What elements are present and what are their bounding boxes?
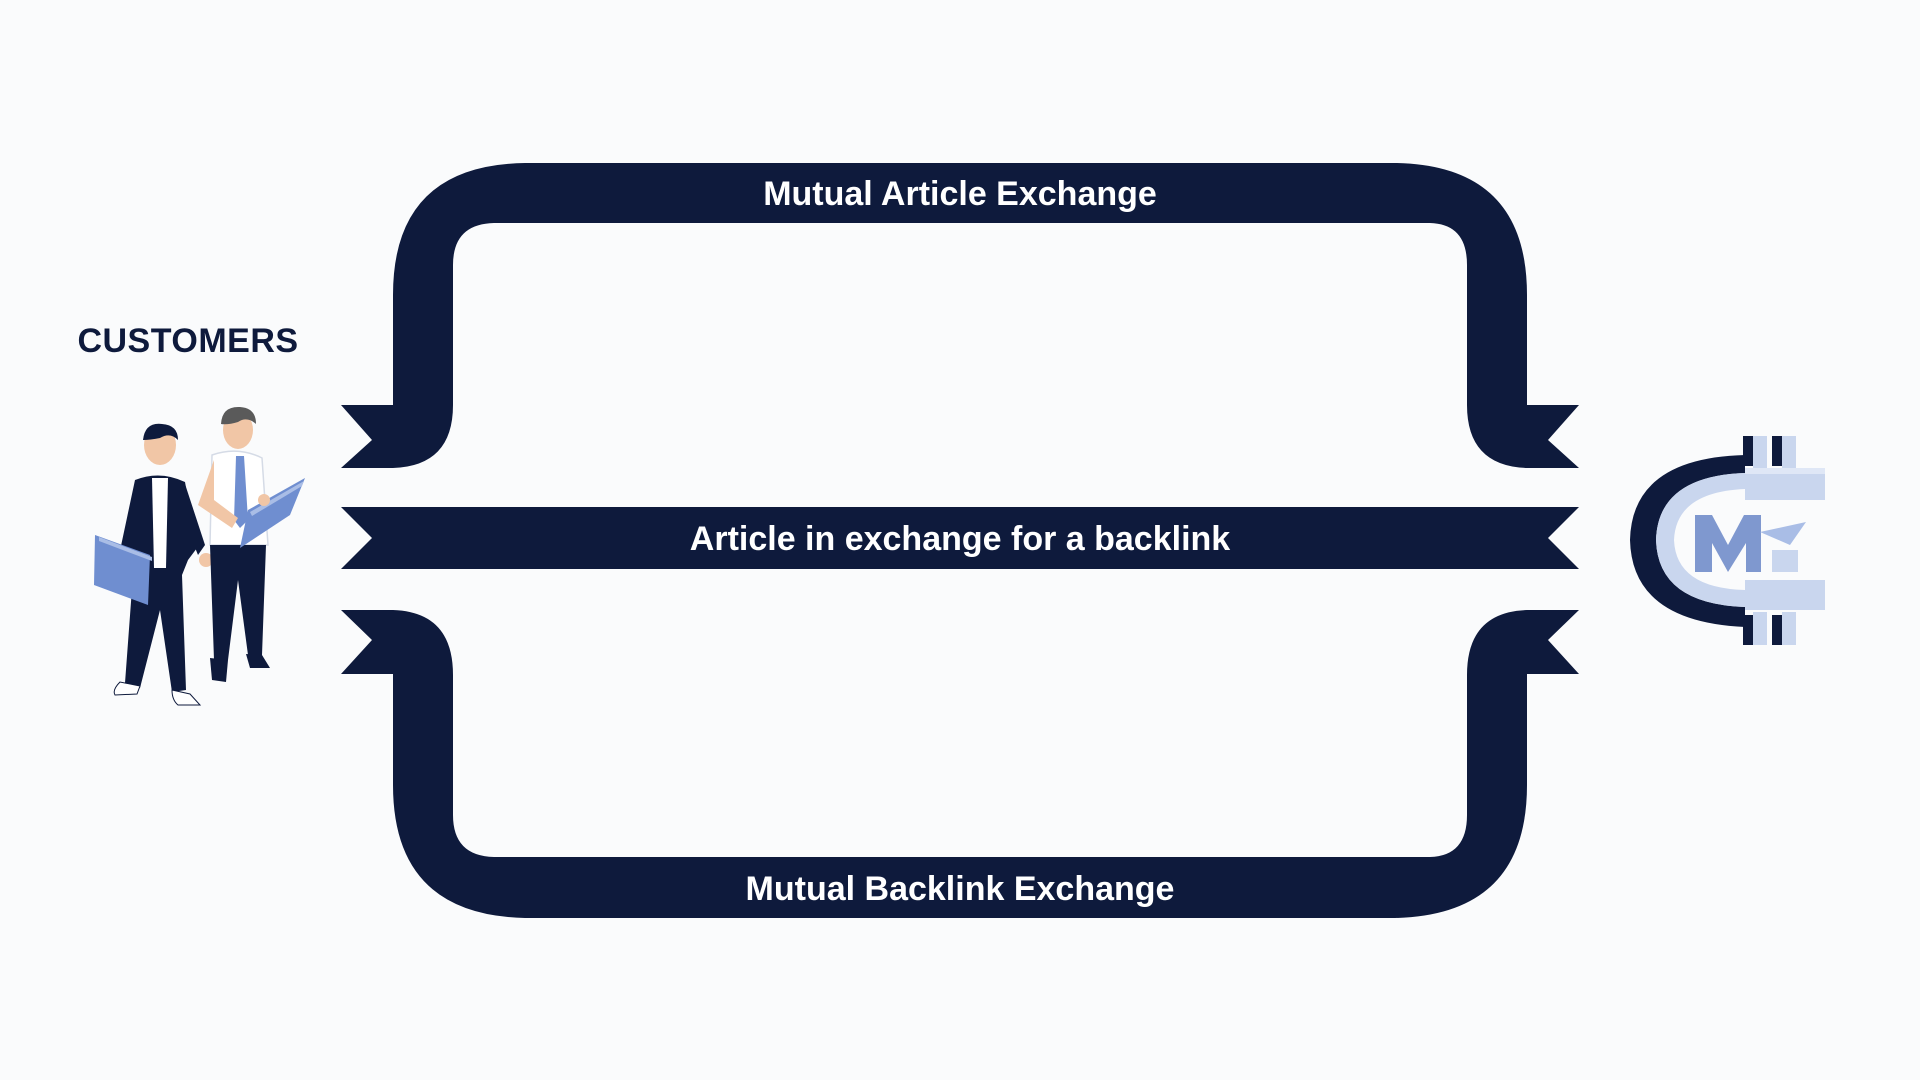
- bottom-bracket-band: [341, 610, 1579, 918]
- bottom-flow-label: Mutual Backlink Exchange: [746, 870, 1175, 908]
- top-flow-label: Mutual Article Exchange: [763, 175, 1157, 213]
- top-bracket-band: [341, 163, 1579, 468]
- m-currency-logo-icon: [1630, 436, 1825, 645]
- businessman-right-icon: [198, 406, 305, 682]
- middle-arrow-band: [341, 507, 1579, 569]
- businessmen-illustration-icon: [94, 406, 305, 706]
- middle-flow-label: Article in exchange for a backlink: [690, 520, 1231, 558]
- customers-title: CUSTOMERS: [77, 322, 299, 360]
- businessman-left-icon: [94, 423, 213, 706]
